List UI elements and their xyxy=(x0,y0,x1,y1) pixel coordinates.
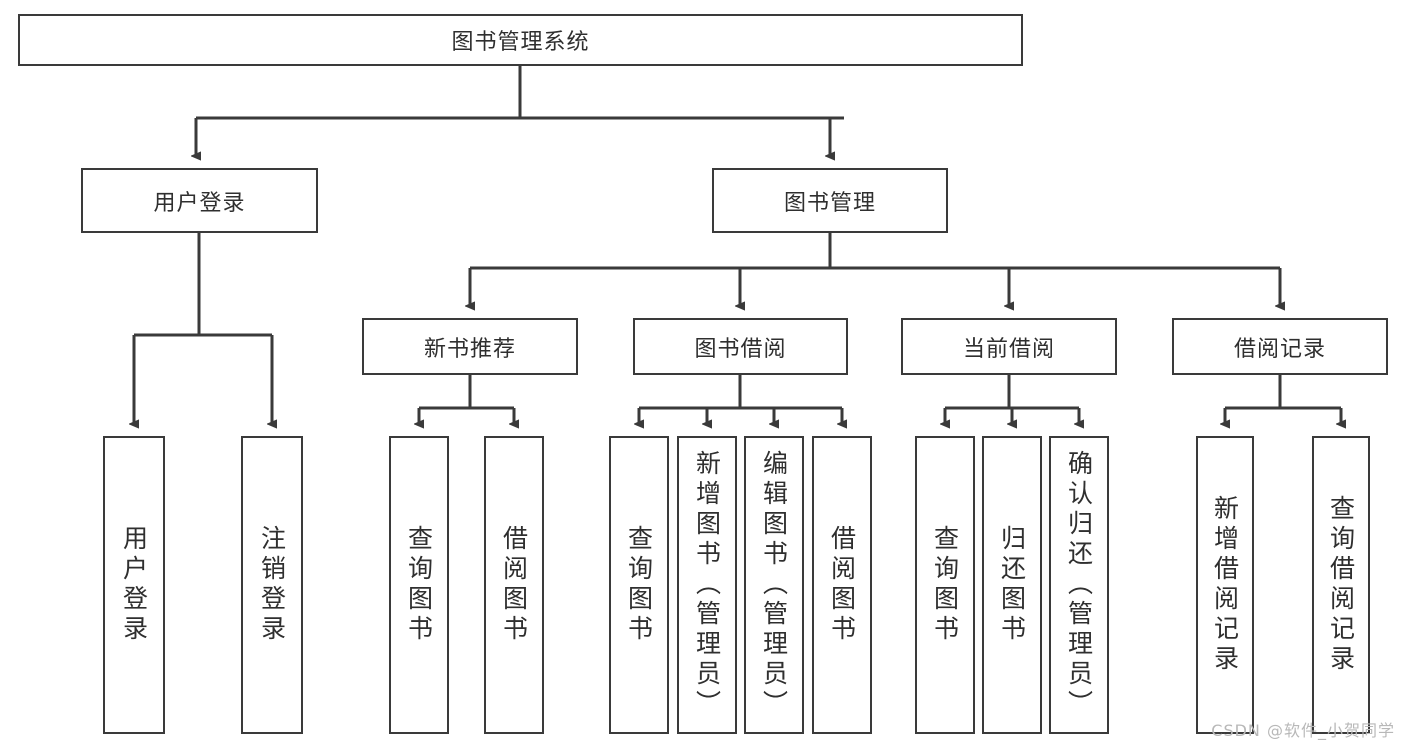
leaf-current-confirm-return-label: 确认归还（管理员） xyxy=(1064,450,1094,720)
node-borrow-record-label: 借阅记录 xyxy=(1233,336,1326,362)
leaf-borrow-query-book[interactable]: 查询图书 xyxy=(609,436,669,734)
node-book-management-label: 图书管理 xyxy=(783,190,876,216)
leaf-new-book-query-label: 查询图书 xyxy=(404,525,434,645)
leaf-borrow-query-book-label: 查询图书 xyxy=(624,525,654,645)
node-book-borrow-label: 图书借阅 xyxy=(694,336,787,362)
leaf-user-logout[interactable]: 注销登录 xyxy=(241,436,303,734)
leaf-record-query-label: 查询借阅记录 xyxy=(1326,495,1356,675)
leaf-new-book-borrow-label: 借阅图书 xyxy=(499,525,529,645)
leaf-current-query-book-label: 查询图书 xyxy=(930,525,960,645)
leaf-new-book-borrow[interactable]: 借阅图书 xyxy=(484,436,544,734)
leaf-borrow-borrow-book-label: 借阅图书 xyxy=(827,525,857,645)
node-root-library-system[interactable]: 图书管理系统 xyxy=(18,14,1023,66)
node-user-login-label: 用户登录 xyxy=(153,190,246,216)
leaf-record-add-label: 新增借阅记录 xyxy=(1210,495,1240,675)
node-book-management[interactable]: 图书管理 xyxy=(712,168,948,233)
leaf-current-query-book[interactable]: 查询图书 xyxy=(915,436,975,734)
leaf-record-query[interactable]: 查询借阅记录 xyxy=(1312,436,1370,734)
node-current-borrow[interactable]: 当前借阅 xyxy=(901,318,1117,375)
leaf-borrow-add-book[interactable]: 新增图书（管理员） xyxy=(677,436,737,734)
node-new-book-recommend[interactable]: 新书推荐 xyxy=(362,318,578,375)
leaf-borrow-edit-book-label: 编辑图书（管理员） xyxy=(759,450,789,720)
leaf-current-confirm-return[interactable]: 确认归还（管理员） xyxy=(1049,436,1109,734)
node-user-login[interactable]: 用户登录 xyxy=(81,168,318,233)
leaf-borrow-borrow-book[interactable]: 借阅图书 xyxy=(812,436,872,734)
leaf-user-logout-label: 注销登录 xyxy=(257,525,287,645)
leaf-borrow-add-book-label: 新增图书（管理员） xyxy=(692,450,722,720)
node-borrow-record[interactable]: 借阅记录 xyxy=(1172,318,1388,375)
leaf-current-return-book[interactable]: 归还图书 xyxy=(982,436,1042,734)
node-root-label: 图书管理系统 xyxy=(451,30,590,55)
leaf-current-return-book-label: 归还图书 xyxy=(997,525,1027,645)
leaf-borrow-edit-book[interactable]: 编辑图书（管理员） xyxy=(744,436,804,734)
leaf-record-add[interactable]: 新增借阅记录 xyxy=(1196,436,1254,734)
node-new-book-recommend-label: 新书推荐 xyxy=(423,336,516,362)
watermark: CSDN @软件_小贺同学 xyxy=(1211,721,1395,740)
leaf-new-book-query[interactable]: 查询图书 xyxy=(389,436,449,734)
leaf-user-login-label: 用户登录 xyxy=(119,525,149,645)
leaf-user-login[interactable]: 用户登录 xyxy=(103,436,165,734)
node-current-borrow-label: 当前借阅 xyxy=(962,336,1055,362)
node-book-borrow[interactable]: 图书借阅 xyxy=(633,318,848,375)
